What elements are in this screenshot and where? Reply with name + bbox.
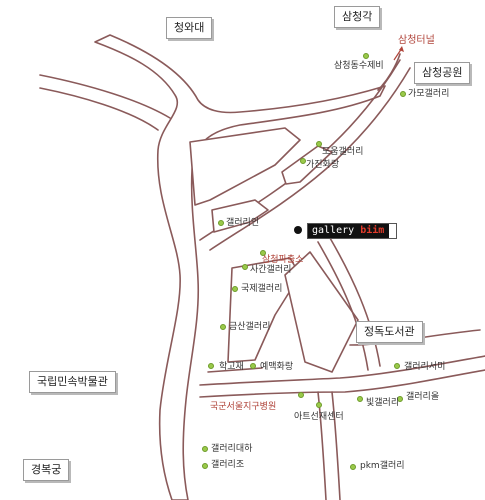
label-samcheonggak: 삼청각 [334, 6, 381, 28]
poi-dot-seomi [394, 363, 400, 369]
poi-gallery-daeha[interactable]: 갤러리대하 [211, 444, 253, 454]
poi-dot-gallery-ol [397, 396, 403, 402]
road-south-vertical-b [331, 391, 341, 500]
poi-sagan-gallery[interactable]: 사간갤러리 [250, 265, 292, 275]
poi-dot-doum [316, 141, 322, 147]
label-national-folk-museum: 국립민속박물관 [29, 371, 116, 393]
gallery-biim-tail [389, 224, 396, 238]
arrow-up-icon [393, 46, 404, 61]
gallery-biim-word-biim: biim [360, 225, 385, 236]
poi-dot-art-sonje [316, 402, 322, 408]
poi-dot-sujebi [363, 53, 369, 59]
road-south-vertical-a [317, 391, 327, 500]
road-northwest-edge [39, 87, 159, 131]
poi-samcheongdong-sujebi[interactable]: 삼청동수제비 [334, 61, 384, 71]
poi-dot-geumsan [220, 324, 226, 330]
poi-kukje-gallery[interactable]: 국제갤러리 [241, 284, 283, 294]
main-road-west [94, 34, 386, 500]
poi-geumsan-gallery[interactable]: 금산갤러리 [229, 322, 271, 332]
label-jeongdok-library: 정독도서관 [356, 321, 423, 343]
poi-dot-gajin [300, 158, 306, 164]
poi-dot-gallery-jo [202, 463, 208, 469]
poi-gallery-seomi[interactable]: 갤러리서미 [404, 362, 446, 372]
poi-gallery-in[interactable]: 갤러리인 [226, 218, 260, 228]
label-cheongwadae: 청와대 [166, 17, 213, 39]
poi-pkm-gallery[interactable]: pkm갤러리 [360, 461, 405, 471]
poi-gallery-ol[interactable]: 갤러리올 [406, 392, 440, 402]
poi-military-hospital[interactable]: 국군서울지구병원 [210, 402, 277, 412]
poi-doum-gallery[interactable]: 도움갤러리 [322, 147, 364, 157]
poi-gallery-jo[interactable]: 갤러리조 [211, 460, 245, 470]
block-small [281, 145, 333, 185]
poi-dot-sagan [242, 264, 248, 270]
poi-gamo-gallery[interactable]: 가모갤러리 [408, 89, 450, 99]
label-gyeongbokgung: 경복궁 [23, 459, 70, 481]
label-samcheong-park: 삼청공원 [414, 62, 471, 84]
block-gallery-in [211, 199, 269, 233]
poi-samcheong-police[interactable]: 삼청파출소 [262, 255, 304, 265]
poi-hakgojae[interactable]: 학고재 [219, 362, 244, 372]
poi-art-sonje[interactable]: 아트선재센터 [294, 412, 344, 422]
poi-dot-gallery-in [218, 220, 224, 226]
road-east-vertical-edge [329, 237, 381, 367]
poi-dot-hospital [298, 392, 304, 398]
poi-dot-gamo [400, 91, 406, 97]
poi-dot-yebaek [250, 363, 256, 369]
road-east-vertical [317, 241, 369, 371]
block-right [284, 251, 359, 373]
poi-dot-pkm [350, 464, 356, 470]
road-south-horizontal-edge [199, 369, 485, 398]
poi-dot-bit [357, 396, 363, 402]
gallery-biim-label[interactable]: gallery biim [307, 223, 397, 239]
poi-yebaek-hwarang[interactable]: 예맥화랑 [260, 362, 294, 372]
gallery-biim-word-gallery: gallery [312, 225, 355, 236]
block-upper [189, 127, 301, 206]
poi-dot-daeha [202, 446, 208, 452]
road-south-horizontal [199, 355, 485, 386]
block-middle [227, 257, 301, 363]
poi-dot-hakgojae [208, 363, 214, 369]
poi-dot-police [260, 250, 266, 256]
poi-dot-kukje [232, 286, 238, 292]
road-samcheong-east-b [209, 67, 411, 251]
gallery-biim-marker [294, 226, 302, 234]
poi-bit-gallery[interactable]: 빛갤러리 [366, 398, 400, 408]
road-northwest [39, 74, 171, 119]
label-samcheong-tunnel: 삼청터널 [398, 35, 435, 46]
road-tunnel [377, 53, 401, 91]
poi-gajin-hwarang[interactable]: 가진화랑 [306, 160, 340, 170]
